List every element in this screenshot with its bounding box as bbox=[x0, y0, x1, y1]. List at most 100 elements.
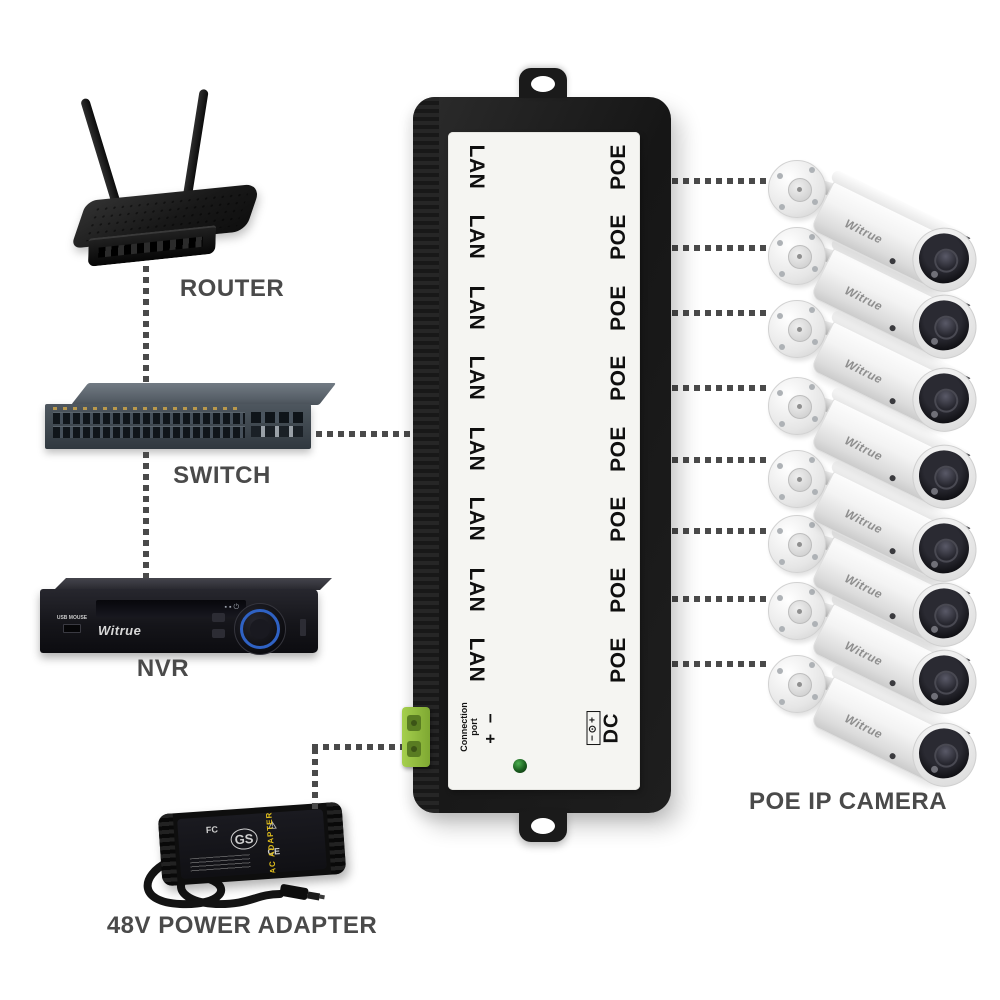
poe-port-label: POE bbox=[607, 285, 630, 331]
camera-screw-dot bbox=[888, 474, 897, 483]
switch-front-panel bbox=[45, 404, 311, 449]
poe-ip-camera: Witrue bbox=[766, 369, 996, 520]
mount-screw bbox=[809, 384, 815, 390]
nvr-display-strip: ▪▪⏻ bbox=[96, 600, 246, 617]
mount-screw bbox=[812, 554, 818, 560]
injector-port-row: LAN POE bbox=[448, 484, 640, 554]
switch-led-strip bbox=[53, 407, 243, 410]
poe-ip-camera: Witrue bbox=[766, 647, 996, 798]
mounting-tab-top bbox=[519, 68, 567, 98]
mount-screw bbox=[779, 559, 785, 565]
mount-screw bbox=[779, 271, 785, 277]
mount-screw bbox=[812, 621, 818, 627]
switch-sfp-ports bbox=[251, 426, 303, 437]
poe-ip-camera: Witrue bbox=[766, 152, 996, 303]
injector-port-row: LAN POE bbox=[448, 414, 640, 484]
camera-mount-base bbox=[768, 160, 826, 218]
poe-port-label: POE bbox=[607, 637, 630, 683]
mount-screw bbox=[777, 595, 783, 601]
mount-screw bbox=[777, 173, 783, 179]
ir-sensor-dot bbox=[929, 624, 940, 635]
fcc-mark: FC bbox=[205, 824, 219, 836]
power-terminal-block bbox=[402, 707, 430, 767]
mount-screw bbox=[809, 457, 815, 463]
mount-hub bbox=[788, 395, 812, 419]
nvr-brand-logo: Witrue bbox=[98, 623, 142, 638]
poe-ip-camera: Witrue bbox=[766, 574, 996, 725]
connector-line-adapter-horizontal bbox=[312, 744, 404, 750]
lan-port-label: LAN bbox=[465, 214, 488, 260]
mount-screw bbox=[777, 240, 783, 246]
nvr-usb-label: USB MOUSE bbox=[55, 615, 89, 635]
connector-line-camera-4 bbox=[672, 385, 770, 391]
lan-port-label: LAN bbox=[465, 567, 488, 613]
router-device bbox=[70, 88, 267, 267]
connector-line-adapter-vertical bbox=[312, 748, 318, 812]
dc-input-text: −⊙+ DC bbox=[583, 710, 624, 746]
power-adapter-caption: 48V POWER ADAPTER bbox=[106, 912, 378, 939]
camera-mount-base bbox=[768, 377, 826, 435]
mount-screw bbox=[777, 390, 783, 396]
adapter-spec-text-lines bbox=[189, 854, 251, 873]
camera-mount-base bbox=[768, 227, 826, 285]
dc-polarity-icon: −⊙+ bbox=[586, 710, 601, 746]
mount-screw bbox=[779, 699, 785, 705]
poe-port-label: POE bbox=[607, 214, 630, 260]
mount-screw bbox=[812, 199, 818, 205]
router-antenna-right bbox=[182, 88, 209, 203]
ir-sensor-dot bbox=[929, 336, 940, 347]
poe-port-label: POE bbox=[607, 567, 630, 613]
nvr-caption: NVR bbox=[136, 655, 190, 682]
mounting-hole bbox=[531, 76, 555, 92]
adapter-body: FC GS CE ⚠ AC ADAPTER bbox=[157, 801, 347, 887]
poe-port-label: POE bbox=[607, 355, 630, 401]
lan-port-label: LAN bbox=[465, 144, 488, 190]
mount-hub bbox=[788, 600, 812, 624]
mount-screw bbox=[809, 307, 815, 313]
poe-ip-camera: Witrue bbox=[766, 292, 996, 443]
injector-port-row: LAN POE bbox=[448, 625, 640, 695]
mount-screw bbox=[812, 694, 818, 700]
camera-mount-base bbox=[768, 450, 826, 508]
mount-screw bbox=[777, 313, 783, 319]
mount-screw bbox=[777, 463, 783, 469]
camera-screw-dot bbox=[888, 324, 897, 333]
gs-mark: GS bbox=[229, 827, 259, 851]
adapter-label-face: FC GS CE ⚠ AC ADAPTER bbox=[177, 808, 327, 880]
mount-screw bbox=[779, 626, 785, 632]
connector-line-router-switch bbox=[143, 266, 149, 383]
mount-hub bbox=[788, 318, 812, 342]
nvr-dial-blue-ring bbox=[240, 609, 280, 649]
connector-line-camera-1 bbox=[672, 178, 770, 184]
ir-sensor-dot bbox=[929, 764, 940, 775]
terminal-hole bbox=[407, 715, 421, 731]
router-caption: ROUTER bbox=[179, 275, 285, 302]
mount-hub bbox=[788, 178, 812, 202]
lan-port-label: LAN bbox=[465, 285, 488, 331]
connector-line-switch-nvr bbox=[143, 452, 149, 578]
poe-ip-camera: Witrue bbox=[766, 442, 996, 593]
nvr-front-panel: ▪▪⏻ USB MOUSE Witrue bbox=[40, 589, 318, 655]
mount-hub bbox=[788, 673, 812, 697]
mount-screw bbox=[812, 489, 818, 495]
terminal-hole bbox=[407, 741, 421, 757]
injector-port-row: LAN POE bbox=[448, 273, 640, 343]
lan-port-label: LAN bbox=[465, 637, 488, 683]
poe-ip-camera: Witrue bbox=[766, 219, 996, 370]
ir-sensor-dot bbox=[929, 269, 940, 280]
mount-screw bbox=[779, 421, 785, 427]
switch-top-panel bbox=[71, 383, 337, 405]
connection-port-line1: Connection bbox=[459, 702, 470, 752]
mount-screw bbox=[812, 416, 818, 422]
lan-port-label: LAN bbox=[465, 426, 488, 472]
power-led-indicator bbox=[513, 759, 527, 773]
connector-line-camera-8 bbox=[672, 661, 770, 667]
mount-screw bbox=[809, 234, 815, 240]
injector-side-edge bbox=[413, 97, 439, 813]
poe-port-label: POE bbox=[607, 426, 630, 472]
mount-screw bbox=[779, 494, 785, 500]
router-antenna-left bbox=[80, 97, 121, 206]
lan-port-label: LAN bbox=[465, 355, 488, 401]
connector-line-camera-5 bbox=[672, 457, 770, 463]
injector-port-row: LAN POE bbox=[448, 555, 640, 625]
